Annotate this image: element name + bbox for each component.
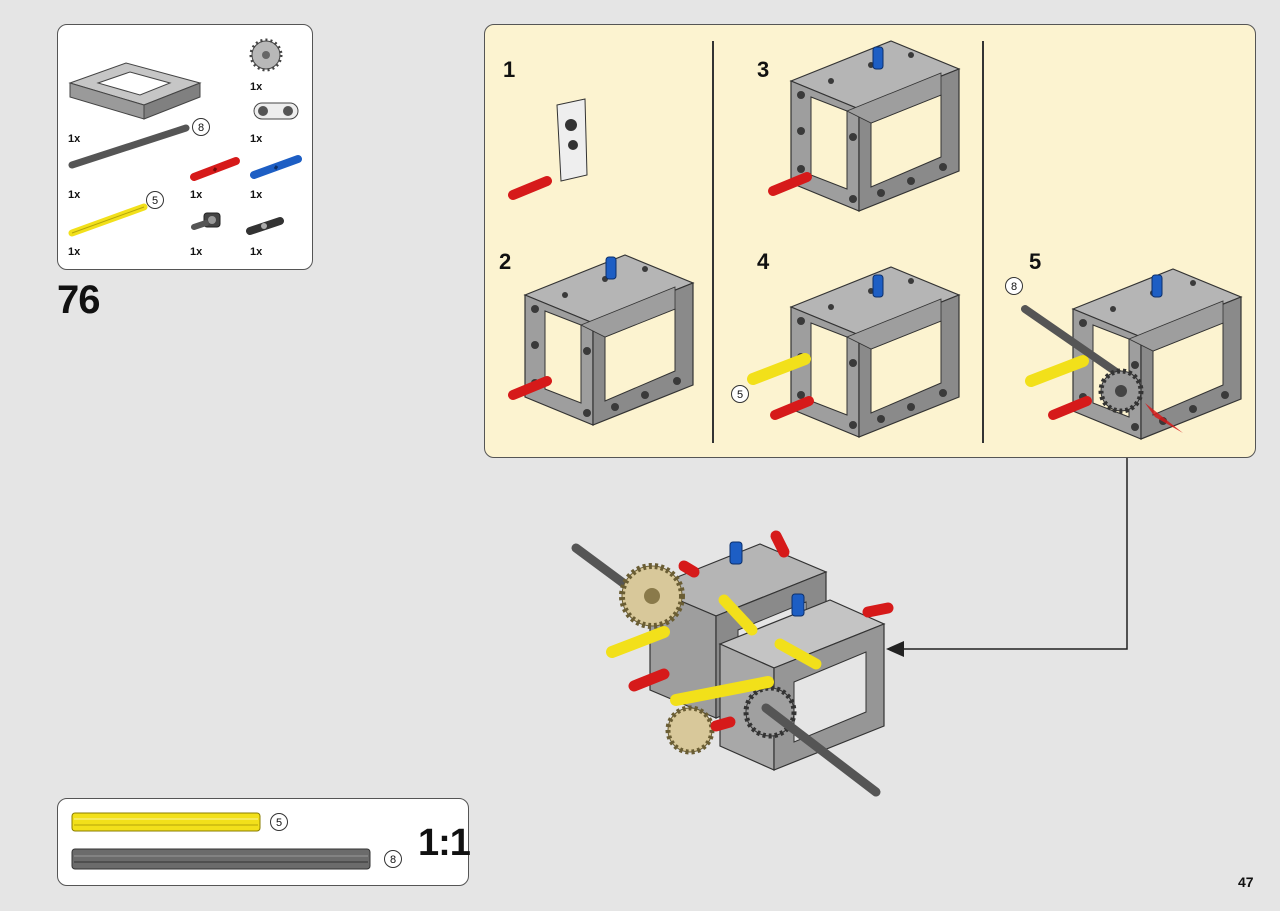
qty-black-joint: 1x	[250, 246, 263, 258]
qty-blue-pin: 1x	[250, 189, 263, 201]
length-badge-5: 5	[731, 385, 749, 403]
scale-axles-image	[71, 812, 371, 870]
substep-number: 3	[757, 57, 770, 82]
substep-callout: 1 2 3 4 5 5 8	[484, 24, 1256, 458]
red-pin-image	[190, 157, 240, 181]
blue-pin-image	[250, 155, 302, 179]
qty-yellow-axle: 1x	[68, 246, 81, 258]
substep-illustrations	[485, 40, 1242, 440]
parts-list-panel: 1x 1x 1x 1x 1x 1x 1x 1x 1x 8 5	[57, 24, 313, 270]
black-joint-image	[246, 217, 284, 235]
scale-panel: 5 8	[57, 798, 469, 886]
length-badge-8: 8	[192, 118, 210, 136]
gear-part-image	[249, 38, 283, 72]
callout-divider	[982, 41, 984, 443]
qty-frame: 1x	[68, 133, 81, 145]
step-number: 76	[57, 278, 100, 322]
qty-gear: 1x	[250, 81, 263, 93]
substep-number: 2	[499, 249, 512, 274]
substep-number: 1	[503, 57, 516, 82]
qty-black-connector: 1x	[190, 246, 203, 258]
substep-number: 5	[1029, 249, 1042, 274]
black-connector-image	[191, 212, 221, 230]
substep-number: 4	[757, 249, 770, 274]
scale-label: 1:1	[418, 822, 471, 864]
length-badge-8: 8	[1005, 277, 1023, 295]
connector-beam-image	[253, 102, 299, 120]
length-badge-8: 8	[384, 850, 402, 868]
qty-axle-8: 1x	[68, 189, 81, 201]
qty-red-pin: 1x	[190, 189, 203, 201]
length-badge-5: 5	[146, 191, 164, 209]
frame-part-image	[68, 38, 302, 237]
qty-connector-beam: 1x	[250, 133, 263, 145]
callout-divider	[712, 41, 714, 443]
length-badge-5: 5	[270, 813, 288, 831]
page-number: 47	[1238, 874, 1254, 890]
